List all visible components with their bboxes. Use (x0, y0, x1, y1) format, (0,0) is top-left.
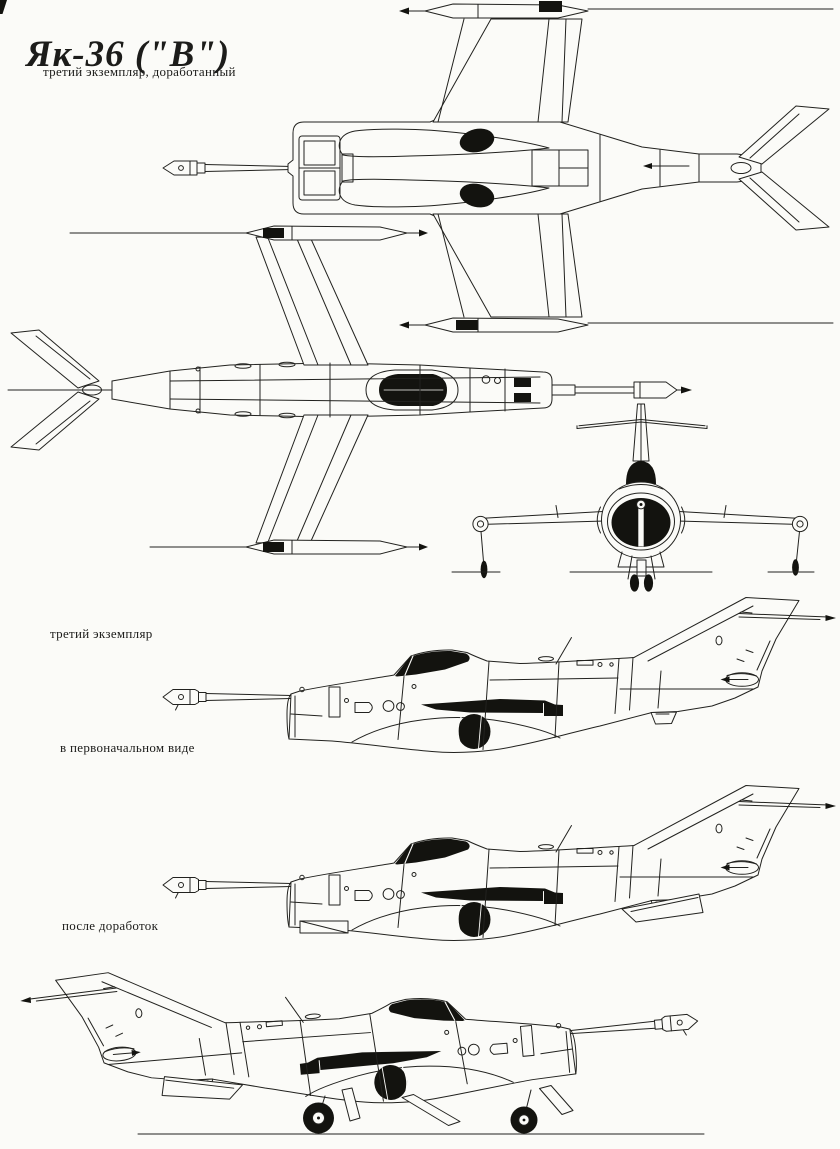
side-view-original (162, 596, 837, 754)
side-view-modified (162, 784, 837, 942)
page-subtitle: третий экземпляр, доработанный (43, 64, 236, 79)
plan-view-bottom (7, 225, 692, 555)
label-side-view-1-line-1: третий экземпляр (50, 626, 153, 641)
side-airframe (162, 784, 837, 942)
side-airframe (162, 596, 837, 754)
plan-view-top (162, 1, 834, 333)
side-airframe (17, 921, 704, 1136)
scan-artifact (0, 0, 7, 14)
label-side-view-1-line-2: в первоначальном виде (60, 740, 195, 755)
side-view-on-ground (17, 921, 705, 1136)
front-view (451, 403, 815, 592)
page-title: Як-36 ("В") (26, 33, 231, 75)
label-side-view-2: после доработок (62, 918, 159, 933)
